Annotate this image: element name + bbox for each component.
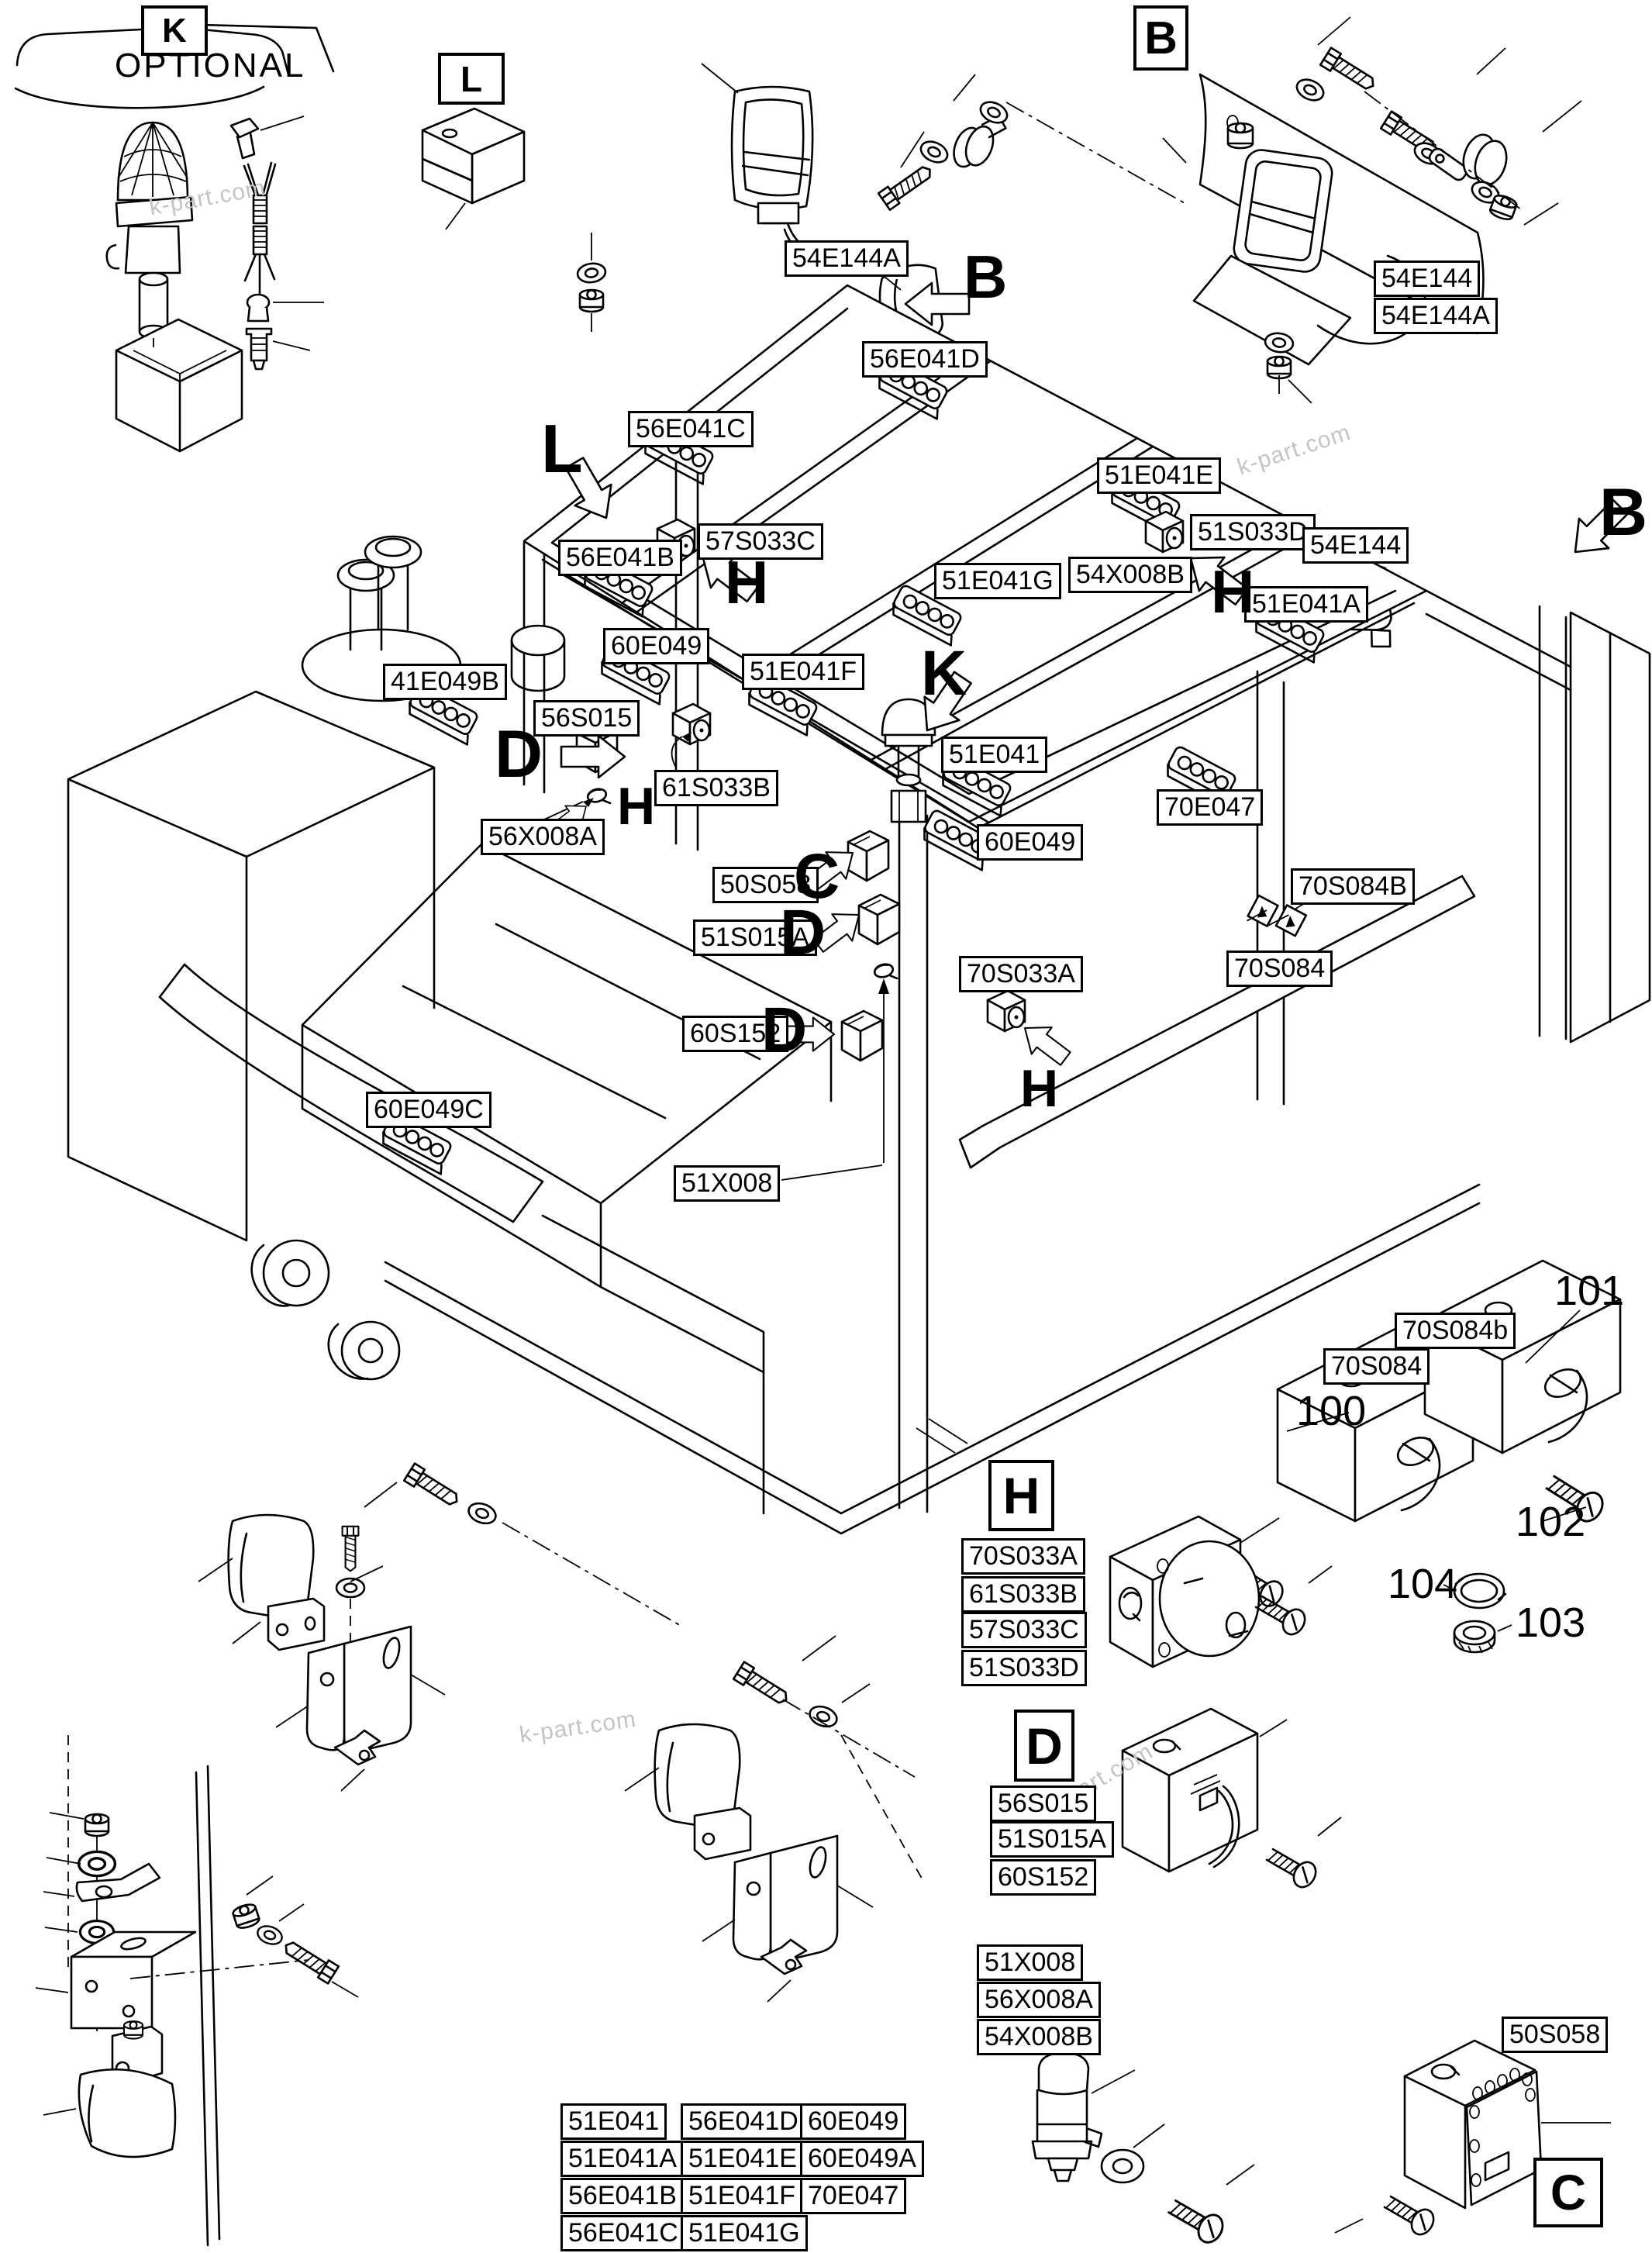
part-label-70s033a: 70S033A <box>959 956 1083 992</box>
part-label-56e041b: 56E041B <box>558 540 682 576</box>
part-label-56e041d: 56E041D <box>862 341 988 378</box>
legend-cell-60e049: 60E049 <box>800 2103 907 2140</box>
part-label-54e144a: 54E144A <box>785 240 909 277</box>
callout-letter-h: H <box>725 548 769 616</box>
beacon-wiring-parts <box>229 116 324 371</box>
part-label-51x008: 51X008 <box>674 1165 781 1202</box>
machine-body <box>67 535 833 2247</box>
work-lamp-top <box>701 63 1185 277</box>
ref-number-104: 104 <box>1388 1561 1458 1607</box>
sensor-assembly-X008 <box>1031 2051 1255 2248</box>
callout-letter-d: D <box>780 897 826 968</box>
callout-letter-b: B <box>964 243 1008 311</box>
part-label-60s152: 60S152 <box>990 1859 1097 1896</box>
part-label-70s084: 70S084 <box>1323 1348 1430 1385</box>
lamp-assembly-mid-left <box>198 1462 683 1792</box>
ref-number-103: 103 <box>1516 1599 1586 1646</box>
part-label-54e144: 54E144 <box>1302 527 1409 564</box>
section-box-h: H <box>988 1460 1054 1531</box>
part-label-54e144: 54E144 <box>1374 260 1481 297</box>
part-label-60s152: 60S152 <box>682 1016 789 1052</box>
legend-cell-51e041f: 51E041F <box>681 2178 803 2214</box>
lamp-assembly-center <box>624 1723 874 2003</box>
part-label-51e041f: 51E041F <box>742 654 864 690</box>
part-label-51s015a: 51S015A <box>990 1821 1114 1858</box>
part-label-56s015: 56S015 <box>990 1785 1097 1822</box>
optional-heading: OPTIONAL <box>115 47 306 85</box>
part-label-70s084b: 70S084b <box>1395 1313 1516 1349</box>
part-label-51e041g: 51E041G <box>934 563 1061 599</box>
legend-cell-56e041d: 56E041D <box>681 2103 806 2140</box>
beacon-lamp <box>105 121 243 453</box>
callout-letter-l: L <box>541 410 583 487</box>
callout-letter-h: H <box>617 777 656 836</box>
part-label-50s058: 50S058 <box>1502 2017 1609 2053</box>
part-label-54e144a: 54E144A <box>1374 298 1498 334</box>
ref-number-101: 101 <box>1554 1268 1625 1314</box>
section-box-b: B <box>1133 5 1188 71</box>
buzzer-assembly-D <box>1121 1707 1342 1892</box>
part-label-51e041a: 51E041A <box>1244 586 1368 623</box>
section-box-d: D <box>1014 1710 1074 1782</box>
legend-cell-51e041: 51E041 <box>560 2103 667 2140</box>
callout-letter-h: H <box>1211 557 1255 626</box>
clamp-70S084-pair <box>1247 894 1308 937</box>
callout-letter-d: D <box>761 995 808 1065</box>
lamp-bracket-assembly-B <box>1162 16 1582 404</box>
part-label-51s033d: 51S033D <box>1190 514 1316 550</box>
part-label-54x008b: 54X008B <box>1068 557 1192 593</box>
optional-bracket-lines <box>14 23 335 109</box>
part-label-70e047: 70E047 <box>1157 789 1264 826</box>
part-label-57s033c: 57S033C <box>961 1612 1087 1648</box>
part-label-51s033d: 51S033D <box>961 1650 1087 1686</box>
part-label-61s033b: 61S033B <box>654 770 778 806</box>
part-label-60e049: 60E049 <box>603 628 710 664</box>
part-label-61s033b: 61S033B <box>961 1576 1085 1613</box>
part-label-60e049: 60E049 <box>977 824 1084 861</box>
part-label-51e041e: 51E041E <box>1097 457 1221 494</box>
ref-number-102: 102 <box>1516 1499 1586 1545</box>
part-label-41e049b: 41E049B <box>383 664 507 700</box>
part-label-51s015a: 51S015A <box>693 919 817 956</box>
callout-letter-h: H <box>1020 1059 1059 1118</box>
callout-letter-d: D <box>495 717 543 792</box>
part-label-51x008: 51X008 <box>977 1944 1084 1981</box>
callout-letter-k: K <box>921 638 967 709</box>
relay-section-bottom-right <box>916 1259 1622 1654</box>
legend-cell-51e041a: 51E041A <box>560 2141 685 2177</box>
part-label-70s084b: 70S084B <box>1291 868 1415 905</box>
legend-cell-51e041g: 51E041G <box>681 2215 808 2251</box>
legend-cell-56e041c: 56E041C <box>560 2215 686 2251</box>
section-box-k: K <box>141 5 208 56</box>
callout-letter-b: B <box>1599 475 1648 550</box>
part-label-51e041: 51E041 <box>941 737 1048 773</box>
legend-cell-56e041b: 56E041B <box>560 2178 685 2214</box>
part-label-56e041c: 56E041C <box>628 411 754 447</box>
part-label-54x008b: 54X008B <box>977 2019 1101 2055</box>
legend-cell-51e041e: 51E041E <box>681 2141 805 2177</box>
part-label-56x008a: 56X008A <box>481 819 605 855</box>
mirror-lamp-assembly-corner <box>35 1812 359 2158</box>
part-label-70s084: 70S084 <box>1226 951 1333 987</box>
part-label-60e049c: 60E049C <box>366 1092 491 1128</box>
section-box-l: L <box>438 53 505 105</box>
legend-cell-60e049a: 60E049A <box>800 2141 924 2177</box>
callout-letter-c: C <box>794 841 840 912</box>
beacon-small-on-frame <box>881 698 936 823</box>
section-box-c: C <box>1533 2158 1603 2227</box>
part-label-56x008a: 56X008A <box>977 1982 1101 2018</box>
horn-assembly-H <box>1109 1515 1333 1668</box>
legend-cell-70e047: 70E047 <box>800 2178 907 2214</box>
part-label-50s058: 50S058 <box>712 867 819 903</box>
part-label-70s033a: 70S033A <box>961 1538 1085 1575</box>
frame-small-parts <box>542 510 1328 1181</box>
part-label-57s033c: 57S033C <box>698 523 823 560</box>
part-label-56s015: 56S015 <box>533 700 640 737</box>
l-mounting-bracket <box>421 107 608 332</box>
ref-number-100: 100 <box>1296 1388 1367 1434</box>
